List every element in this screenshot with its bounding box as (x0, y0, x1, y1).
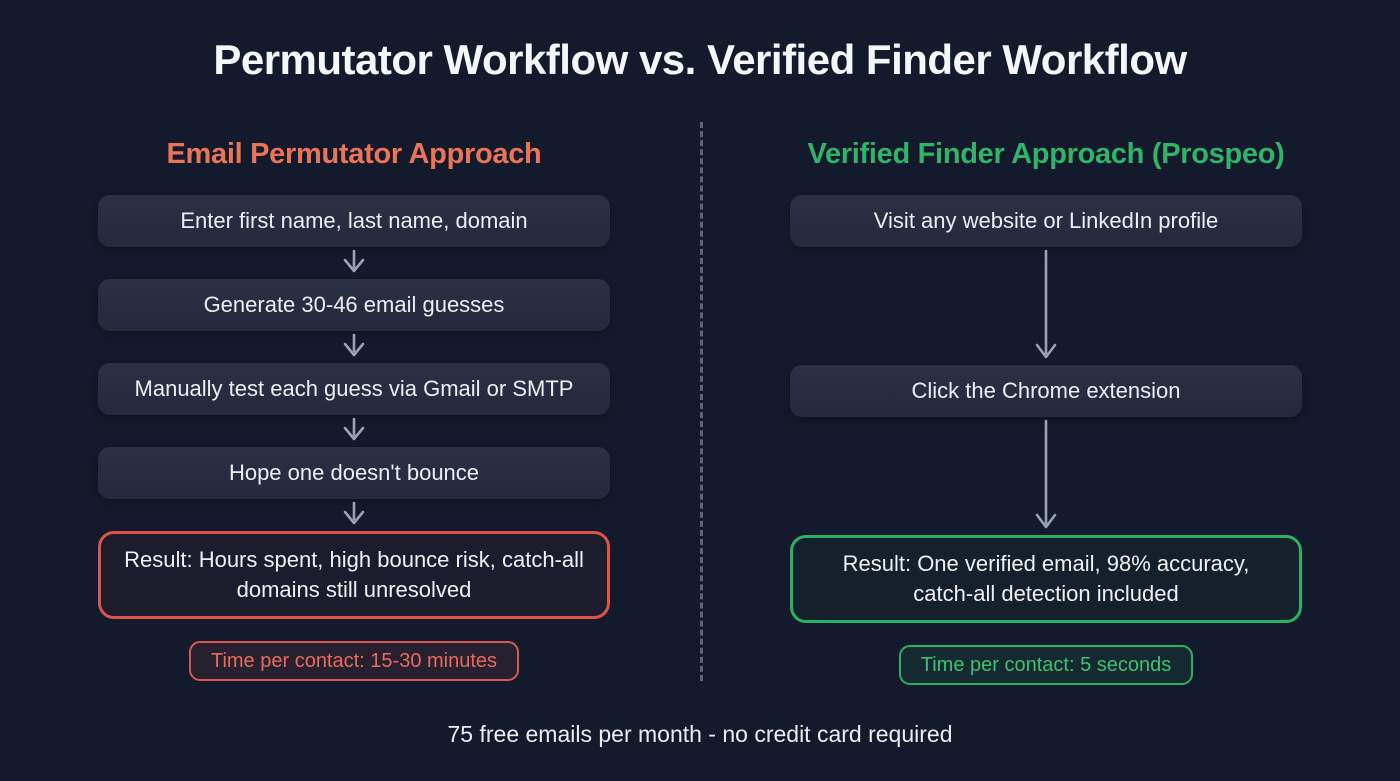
arrow-container (340, 247, 368, 279)
comparison-columns: Email Permutator Approach Enter first na… (0, 120, 1400, 685)
permutator-result-text: Result: Hours spent, high bounce risk, c… (124, 547, 584, 602)
finder-column: Verified Finder Approach (Prospeo) Visit… (790, 120, 1302, 685)
finder-result-box: Result: One verified email, 98% accuracy… (790, 535, 1302, 623)
arrow-down-icon (1035, 419, 1057, 529)
arrow-container (1032, 247, 1060, 365)
finder-step-2: Click the Chrome extension (790, 365, 1302, 417)
arrow-down-icon (343, 501, 365, 525)
arrow-down-icon (343, 249, 365, 273)
arrow-container (340, 415, 368, 447)
permutator-step-3: Manually test each guess via Gmail or SM… (98, 363, 610, 415)
permutator-column-header: Email Permutator Approach (166, 138, 542, 170)
finder-column-header: Verified Finder Approach (Prospeo) (807, 138, 1285, 170)
finder-time-badge: Time per contact: 5 seconds (898, 645, 1194, 685)
footer-note: 75 free emails per month - no credit car… (447, 721, 953, 747)
permutator-result-box: Result: Hours spent, high bounce risk, c… (98, 531, 610, 619)
permutator-column: Email Permutator Approach Enter first na… (98, 120, 610, 685)
arrow-container (340, 499, 368, 531)
column-divider (700, 122, 703, 681)
finder-result-text: Result: One verified email, 98% accuracy… (842, 551, 1250, 606)
arrow-down-icon (343, 417, 365, 441)
arrow-down-icon (1035, 249, 1057, 359)
permutator-time-badge: Time per contact: 15-30 minutes (188, 641, 520, 681)
arrow-container (340, 331, 368, 363)
permutator-step-1: Enter first name, last name, domain (98, 195, 610, 247)
permutator-step-4: Hope one doesn't bounce (98, 447, 610, 499)
page-title: Permutator Workflow vs. Verified Finder … (213, 36, 1187, 83)
arrow-down-icon (343, 333, 365, 357)
finder-step-1: Visit any website or LinkedIn profile (790, 195, 1302, 247)
permutator-step-2: Generate 30-46 email guesses (98, 279, 610, 331)
arrow-container (1032, 417, 1060, 535)
